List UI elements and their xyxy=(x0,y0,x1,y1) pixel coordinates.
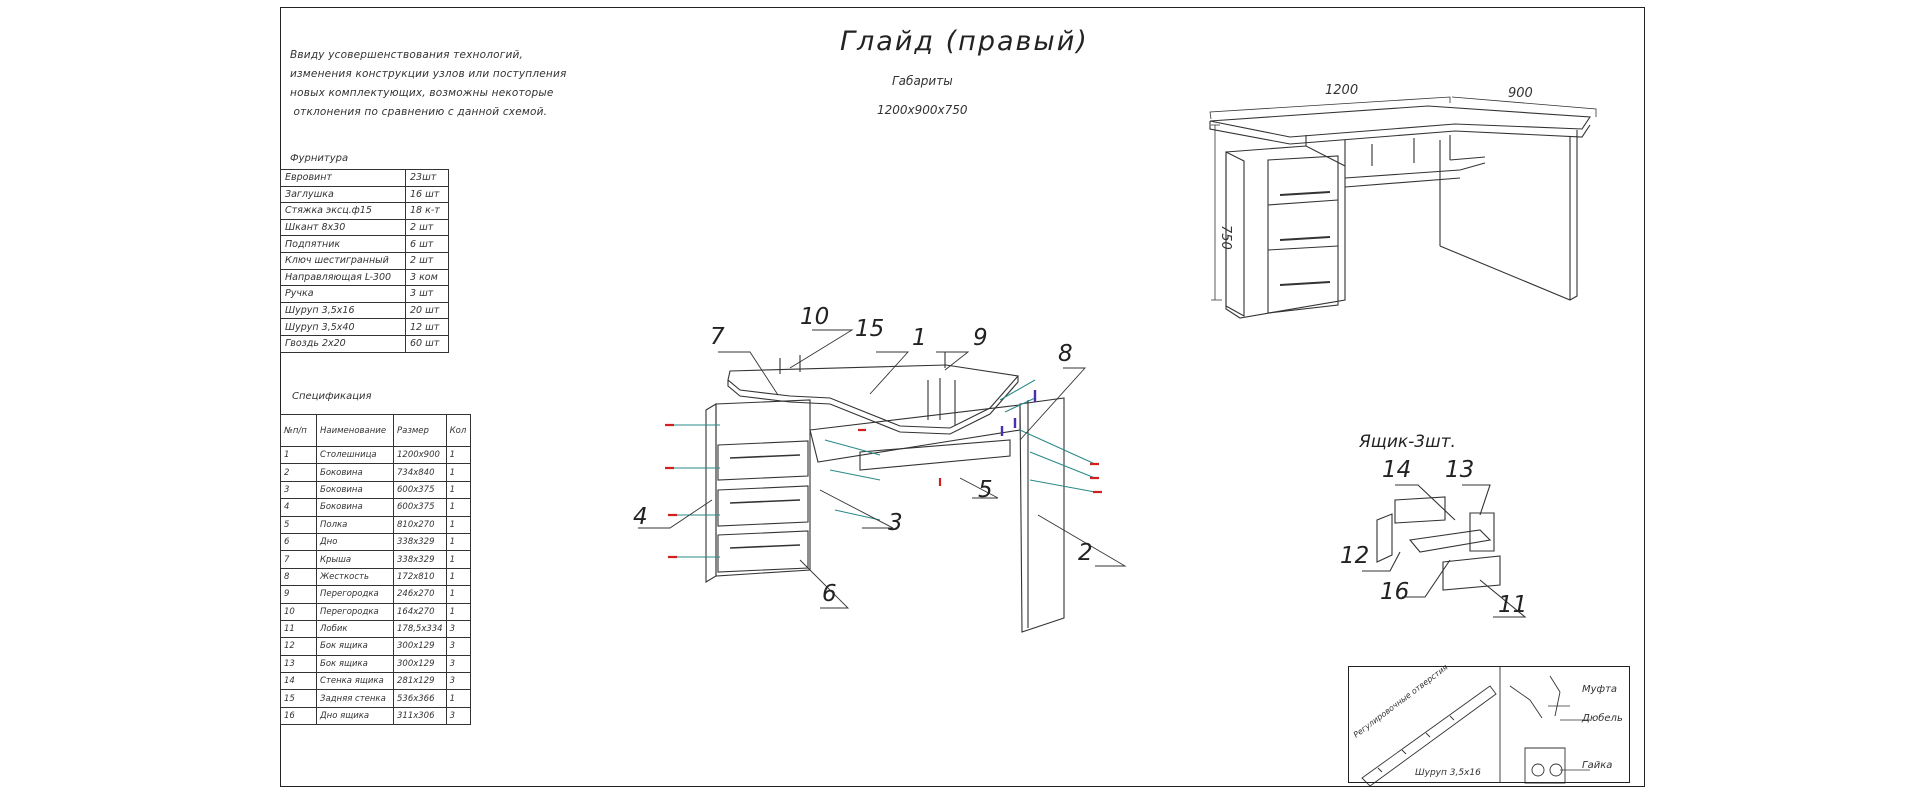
detail-screw-label: Шуруп 3,5х16 xyxy=(1415,768,1481,778)
part-label-2: 2 xyxy=(1078,540,1093,566)
drawer-exploded-view xyxy=(1362,484,1527,618)
detail-coupling-label: Муфта xyxy=(1582,684,1617,695)
spec-header-size: Размер xyxy=(393,414,447,447)
part-label-6: 6 xyxy=(822,581,837,607)
specification-header-row: №п/п Наименование Размер Кол xyxy=(280,414,471,447)
drawer-label-13: 13 xyxy=(1445,457,1474,483)
hardware-item-qty: 2 шт xyxy=(405,251,449,270)
spec-header-qty: Кол xyxy=(445,414,471,447)
part-label-7: 7 xyxy=(710,324,725,350)
red-fasteners xyxy=(665,423,1102,559)
dimensions-caption: Габариты xyxy=(892,74,953,88)
drawer-label-16: 16 xyxy=(1380,579,1409,605)
part-label-1: 1 xyxy=(912,325,927,351)
exploded-assembly xyxy=(705,352,1065,633)
part-leader-lines xyxy=(638,329,1127,609)
connector-lines xyxy=(670,379,1096,558)
detail-inset-drawing xyxy=(1361,666,1590,787)
part-label-10: 10 xyxy=(800,304,829,330)
specification-caption: Спецификация xyxy=(292,391,372,402)
part-label-8: 8 xyxy=(1058,341,1073,367)
detail-dowel-label: Дюбель xyxy=(1581,712,1623,724)
part-label-3: 3 xyxy=(888,510,903,536)
hardware-item-qty: 60 шт xyxy=(405,334,449,353)
drawer-title: Ящик-3шт. xyxy=(1358,432,1456,452)
part-label-9: 9 xyxy=(973,325,988,351)
dim-depth-text: 900 xyxy=(1508,86,1533,101)
disclaimer-note: Ввиду усовершенствования технологий, изм… xyxy=(290,49,567,118)
part-label-5: 5 xyxy=(978,477,993,503)
spec-header-number: №п/п xyxy=(280,414,317,447)
spec-cell-name: Дно ящика xyxy=(316,706,394,726)
part-label-4: 4 xyxy=(633,504,648,530)
part-label-15: 15 xyxy=(855,316,884,342)
drawer-label-11: 11 xyxy=(1498,592,1527,618)
dimension-lines xyxy=(1209,96,1597,301)
detail-nut-label: Гайка xyxy=(1582,760,1612,771)
drawing-sheet-frame xyxy=(280,7,1645,787)
detail-inset-frame xyxy=(1348,666,1630,783)
dim-width-text: 1200 xyxy=(1325,83,1358,98)
hardware-item-qty: 2 шт xyxy=(405,218,449,237)
drawer-label-12: 12 xyxy=(1340,543,1369,569)
dimensions-value: 1200х900х750 xyxy=(877,103,968,117)
spec-cell-number: 16 xyxy=(280,706,317,726)
product-title: Глайд (правый) xyxy=(840,26,1089,57)
overall-desk-view xyxy=(1209,105,1591,319)
blue-fasteners xyxy=(1000,390,1037,436)
dim-height-text: 750 xyxy=(1218,225,1233,250)
hardware-caption: Фурнитура xyxy=(290,153,349,164)
hardware-item-qty: 6 шт xyxy=(405,235,449,253)
drawer-label-14: 14 xyxy=(1382,457,1411,483)
spec-cell-qty: 3 xyxy=(445,706,471,726)
hardware-item-name: Гвоздь 2х20 xyxy=(280,334,406,353)
